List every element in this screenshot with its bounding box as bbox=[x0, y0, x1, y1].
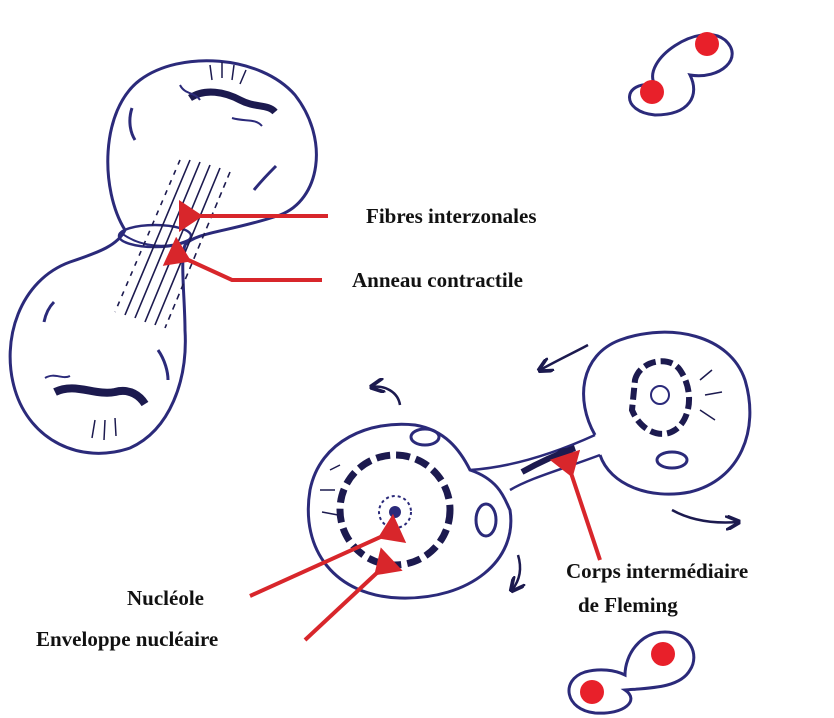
label-enveloppe-nucleaire: Enveloppe nucléaire bbox=[36, 627, 218, 651]
left-nucleus bbox=[320, 455, 450, 565]
telophase-cell bbox=[10, 61, 316, 454]
label-fibres-interzonales: Fibres interzonales bbox=[366, 204, 537, 228]
right-nucleus bbox=[632, 361, 722, 468]
doublet-bottom bbox=[569, 632, 694, 713]
label-nucleole: Nucléole bbox=[127, 586, 204, 610]
label-corps-intermediaire: Corps intermédiaire bbox=[566, 559, 748, 583]
arrow-anneau bbox=[184, 258, 322, 280]
doublet-top-right bbox=[629, 32, 732, 115]
label-de-fleming: de Fleming bbox=[578, 593, 678, 617]
arrow-corps bbox=[570, 470, 600, 560]
label-anneau-contractile: Anneau contractile bbox=[352, 268, 523, 292]
organelles-telophase bbox=[44, 108, 276, 380]
lower-chromatin bbox=[45, 376, 145, 440]
